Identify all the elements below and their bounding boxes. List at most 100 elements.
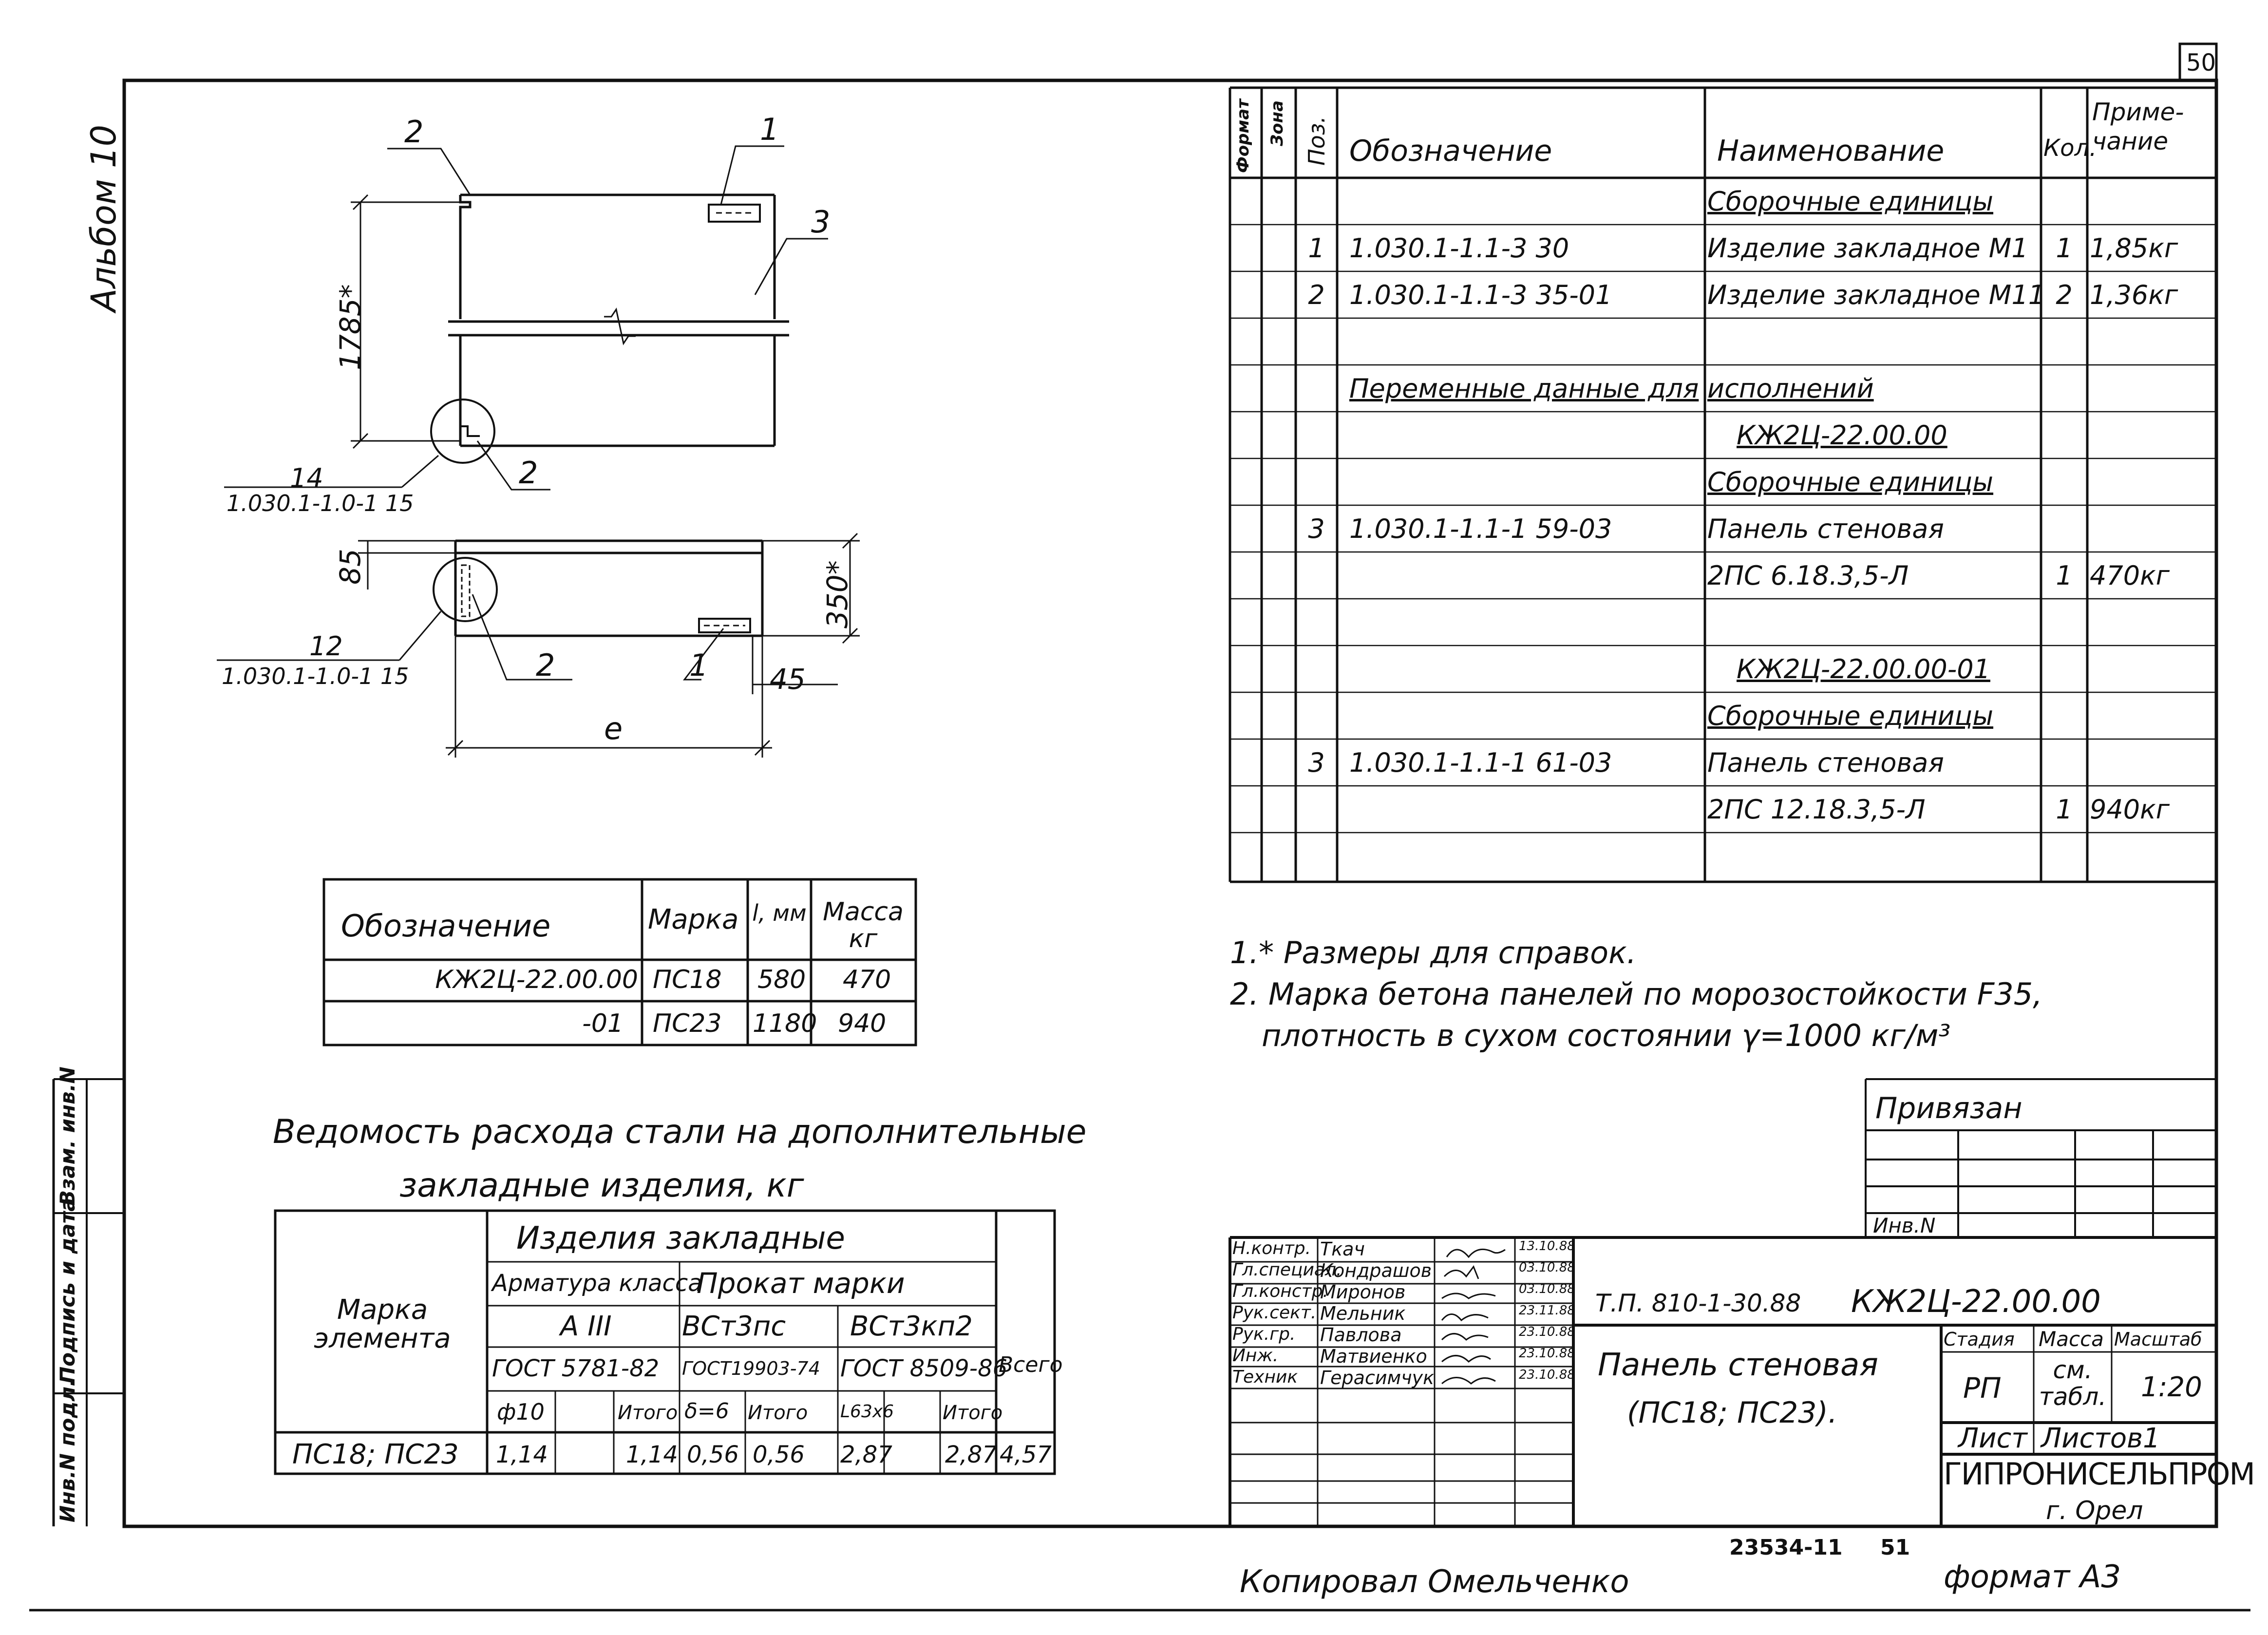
pos-label-1b: 1 [689,647,709,683]
album-label: Альбом 10 [84,124,124,312]
mark-r1-mark: ПС18 [653,965,722,994]
dim-85: 85 [334,549,367,585]
podpis-data-label: Подпись и дата [56,1198,79,1384]
spec-h-designation: Обозначение [1349,134,1552,168]
pos-label-2a: 2 [404,114,424,150]
spec-cell-name: КЖ2Ц-22.00.00-01 [1737,654,1990,684]
stamp-date: 23.10.88 [1519,1325,1575,1339]
spec-cell-designation: 1.030.1-1.1-1 61-03 [1349,747,1612,778]
spec-cell-designation: 1.030.1-1.1-3 35-01 [1349,280,1612,310]
steel-h-d10: ф10 [497,1399,545,1425]
steel-h-armatura: Арматура класса [492,1270,702,1297]
stamp-date: 23.11.88 [1519,1303,1575,1318]
stamp-h-masshtab: Масштаб [2114,1329,2202,1350]
stamp-date: 03.10.88 [1519,1282,1575,1296]
mark-h-l: l, мм [752,900,807,926]
steel-r-vsego: 4,57 [1000,1441,1052,1468]
sheet-number: 50 [2186,49,2216,76]
spec-cell-note: 470кг [2090,560,2170,591]
spec-cell-note: 1,85кг [2090,233,2178,264]
spec-cell-qty: 1 [2056,560,2073,591]
spec-cell-name: КЖ2Ц-22.00.00 [1737,420,1947,451]
dim-350: 350* [821,560,854,628]
steel-h-gost3: ГОСТ 8509-86 [840,1355,1008,1382]
stamp-name: Павлова [1320,1324,1402,1346]
stamp-name: Мельник [1320,1303,1406,1324]
stamp-h-stadia: Стадия [1944,1329,2015,1350]
spec-cell-note: 1,36кг [2090,280,2178,310]
spec-cell-pos: 3 [1308,747,1325,778]
pos-label-2c: 2 [536,647,555,683]
pos-label-1a: 1 [760,112,779,147]
mark-h-mark: Марка [648,904,739,935]
spec-cell-pos: 3 [1308,513,1325,544]
spec-cell-note: 940кг [2090,794,2170,825]
mark-r1-mass: 470 [843,965,891,994]
vzam-inv-label: Взам. инв.N [56,1066,79,1206]
steel-title-1: Ведомость расхода стали на дополнительны… [273,1113,1087,1151]
stamp-role: Рук.сект. [1232,1303,1317,1323]
spec-cell-name: Панель стеновая [1707,747,1944,778]
steel-h-items: Изделия закладные [516,1220,845,1256]
steel-h-itogo2: Итого [748,1402,808,1424]
stamp-role: Гл.специал. [1232,1260,1342,1280]
spec-cell-designation: 1.030.1-1.1-1 59-03 [1349,513,1612,544]
dim-45: 45 [770,663,806,696]
steel-h-a3: А III [560,1311,612,1342]
inv-podl-label: Инв.N подл. [56,1379,79,1522]
spec-cell-name: Изделие закладное М11 [1707,280,2045,310]
spec-cell-pos: 2 [1308,280,1325,310]
spec-cell-name: Сборочные единицы [1707,701,1994,731]
steel-r-d6: 0,56 [687,1441,739,1468]
stamp-org: ГИПРОНИСЕЛЬПРОМ [1944,1456,2255,1492]
stamp-h-list: Лист [1958,1423,2027,1454]
dim-l: e [604,711,623,746]
stamp-name: Миронов [1320,1281,1406,1303]
footer-order: 23534-11 [1729,1535,1843,1560]
stamp-code: Т.П. 810-1-30.88 [1595,1289,1801,1317]
steel-r-l63: 2,87 [840,1441,892,1468]
node-14: 14 [290,463,323,494]
stamp-h-massa: Масса [2039,1327,2104,1351]
spec-h-name: Наименование [1717,134,1945,168]
spec-cell-qty: 1 [2056,233,2073,264]
pos-label-3: 3 [811,204,831,240]
spec-cell-name: исполнений [1707,373,1874,404]
mark-r1-l: 580 [757,965,806,994]
steel-r-mark: ПС18; ПС23 [292,1439,459,1470]
stamp-name: Герасимчук [1320,1367,1435,1388]
mark-r2-mass: 940 [838,1009,887,1038]
mark-r2-designation: -01 [582,1009,624,1038]
spec-h-pos: Поз. [1304,116,1330,166]
steel-h-vsego: Всего [999,1352,1063,1377]
steel-title-2: закладные изделия, кг [399,1166,804,1205]
node-14-ref: 1.030.1-1.0-1 15 [227,490,414,516]
spec-cell-designation: 1.030.1-1.1-3 30 [1349,233,1569,264]
steel-h-itogo3: Итого [943,1402,1003,1424]
spec-cell-designation: Переменные данные для [1349,373,1699,404]
mark-h-designation: Обозначение [341,908,551,944]
spec-h-zone: Зона [1267,100,1287,146]
footer-page: 51 [1880,1535,1910,1560]
spec-cell-name: Сборочные единицы [1707,467,1994,497]
mark-r2-mark: ПС23 [653,1009,722,1038]
spec-cell-name: Изделие закладное М1 [1707,233,2028,264]
node-12-ref: 1.030.1-1.0-1 15 [222,663,409,689]
stamp-date: 23.10.88 [1519,1346,1575,1361]
stamp-date: 23.10.88 [1519,1368,1575,1382]
stamp-h-listov: Листов1 [2041,1423,2160,1454]
spec-cell-name: 2ПС 6.18.3,5-Л [1707,560,1909,591]
stamp-role: Н.контр. [1232,1238,1311,1258]
stamp-name: Матвиенко [1320,1346,1427,1367]
spec-cell-name: Панель стеновая [1707,513,1944,544]
steel-h-itogo1: Итого [618,1402,678,1424]
stamp-role: Техник [1232,1367,1298,1387]
steel-h-gost2: ГОСТ19903-74 [682,1358,820,1379]
steel-h-d6: δ=6 [684,1399,729,1424]
spec-cell-qty: 2 [2056,280,2073,310]
dim-height: 1785* [334,284,367,370]
steel-h-prokat: Прокат марки [697,1267,905,1300]
signature-scribbles [1441,1248,1506,1385]
spec-cell-name: 2ПС 12.18.3,5-Л [1707,794,1926,825]
